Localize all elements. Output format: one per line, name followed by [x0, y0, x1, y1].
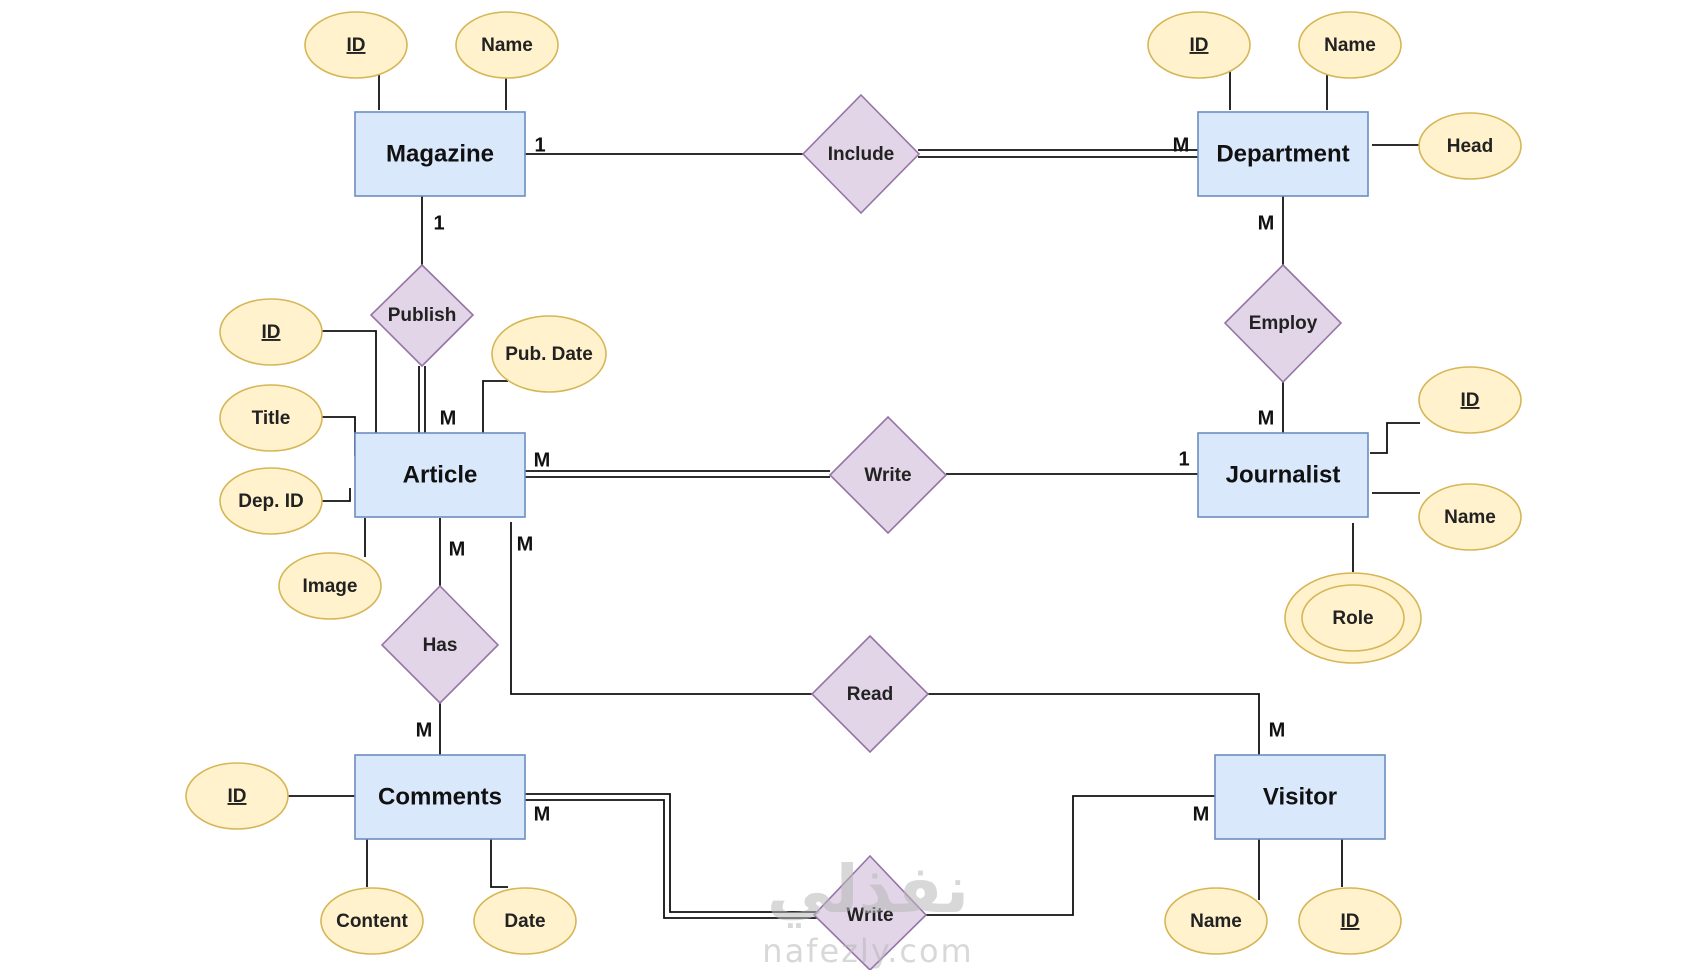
attribute-article-dep-id[interactable]: Dep. ID — [219, 467, 323, 535]
relationship-has-label: Has — [423, 635, 458, 656]
attribute-comments-date[interactable]: Date — [473, 887, 577, 955]
attribute-magazine-name-label: Name — [481, 35, 533, 56]
attribute-article-image-label: Image — [303, 576, 358, 597]
attribute-article-id-label: ID — [262, 322, 281, 343]
relationship-read[interactable]: Read — [810, 634, 930, 754]
cardinalities: 1 M 1 M M M M 1 M M M M M M — [416, 134, 1286, 825]
relationship-employ[interactable]: Employ — [1223, 263, 1343, 384]
relationship-has[interactable]: Has — [380, 584, 500, 705]
entity-visitor-label: Visitor — [1263, 783, 1337, 810]
entity-department-label: Department — [1216, 140, 1349, 167]
attribute-comments-content[interactable]: Content — [320, 887, 424, 955]
attribute-journalist-name[interactable]: Name — [1418, 483, 1522, 551]
cardinality-magazine-include: 1 — [534, 134, 545, 156]
attribute-article-image[interactable]: Image — [278, 552, 382, 620]
watermark: نفذلي nafezly.com — [762, 851, 973, 970]
entity-department[interactable]: Department — [1197, 111, 1369, 197]
attribute-department-name-label: Name — [1324, 35, 1376, 56]
relationship-read-label: Read — [847, 684, 893, 705]
attribute-journalist-role-label: Role — [1332, 608, 1373, 629]
relationship-write-comment-label: Write — [846, 905, 893, 926]
entity-visitor[interactable]: Visitor — [1214, 754, 1386, 840]
attribute-journalist-id-label: ID — [1461, 390, 1480, 411]
edge-comments-date — [490, 838, 508, 888]
cardinality-article-read: M — [517, 533, 534, 555]
attribute-article-title-label: Title — [252, 408, 291, 429]
edge-article-title — [322, 416, 356, 456]
attribute-visitor-id-label: ID — [1341, 911, 1360, 932]
edge-read-visitor — [928, 693, 1260, 755]
cardinality-department-employ: M — [1258, 212, 1275, 234]
edge-journalist-id — [1370, 422, 1420, 454]
entity-magazine[interactable]: Magazine — [354, 111, 526, 197]
watermark-arabic: نفذلي — [767, 851, 969, 928]
cardinality-comments-has: M — [416, 719, 433, 741]
relationship-employ-label: Employ — [1249, 313, 1318, 334]
cardinality-journalist-write: 1 — [1178, 448, 1189, 470]
entity-journalist[interactable]: Journalist — [1197, 432, 1369, 518]
relationship-publish-label: Publish — [388, 305, 457, 326]
edge-article-dep-id — [322, 488, 351, 502]
cardinality-magazine-publish: 1 — [433, 212, 444, 234]
edges — [288, 70, 1420, 919]
entity-comments[interactable]: Comments — [354, 754, 526, 840]
attribute-comments-id-label: ID — [228, 786, 247, 807]
attribute-magazine-id[interactable]: ID — [304, 11, 408, 79]
attribute-journalist-name-label: Name — [1444, 507, 1496, 528]
attribute-article-dep-id-label: Dep. ID — [238, 491, 303, 512]
attribute-visitor-id[interactable]: ID — [1298, 887, 1402, 955]
relationship-publish[interactable]: Publish — [369, 263, 475, 368]
attribute-article-id[interactable]: ID — [219, 298, 323, 366]
entity-magazine-label: Magazine — [386, 140, 494, 167]
edge-comments-write-a — [525, 793, 850, 913]
attributes: ID Name ID Name Head ID Title Dep. ID — [185, 11, 1522, 955]
attribute-journalist-id[interactable]: ID — [1418, 366, 1522, 434]
attribute-article-pub-date[interactable]: Pub. Date — [491, 315, 607, 393]
attribute-department-name[interactable]: Name — [1298, 11, 1402, 79]
edge-article-pub-date — [482, 380, 508, 433]
attribute-department-head-label: Head — [1447, 136, 1493, 157]
attribute-article-pub-date-label: Pub. Date — [505, 344, 593, 365]
entity-journalist-label: Journalist — [1226, 461, 1341, 488]
entity-article-label: Article — [403, 461, 478, 488]
attribute-department-id-label: ID — [1190, 35, 1209, 56]
edge-article-read — [510, 522, 812, 695]
entities: Magazine Department Article Journalist C… — [354, 111, 1386, 840]
relationship-include-label: Include — [828, 144, 895, 165]
cardinality-comments-write: M — [534, 803, 551, 825]
attribute-department-head[interactable]: Head — [1418, 112, 1522, 180]
edge-comments-write-b — [525, 799, 850, 919]
attribute-visitor-name-label: Name — [1190, 911, 1242, 932]
relationship-write-comment[interactable]: Write — [812, 854, 928, 970]
edge-department-name — [1326, 70, 1328, 110]
cardinality-article-write: M — [534, 449, 551, 471]
edge-write-visitor — [922, 795, 1215, 916]
attribute-visitor-name[interactable]: Name — [1164, 887, 1268, 955]
cardinality-department-include: M — [1173, 134, 1190, 156]
attribute-comments-id[interactable]: ID — [185, 762, 289, 830]
cardinality-visitor-read: M — [1269, 719, 1286, 741]
entity-comments-label: Comments — [378, 783, 502, 810]
attribute-department-id[interactable]: ID — [1147, 11, 1251, 79]
attribute-comments-date-label: Date — [504, 911, 545, 932]
attribute-magazine-name[interactable]: Name — [455, 11, 559, 79]
entity-article[interactable]: Article — [354, 432, 526, 518]
cardinality-article-publish: M — [440, 407, 457, 429]
relationship-write-article-label: Write — [864, 465, 911, 486]
cardinality-article-has: M — [449, 538, 466, 560]
watermark-latin: nafezly.com — [762, 932, 973, 970]
attribute-journalist-role[interactable]: Role — [1284, 572, 1422, 664]
cardinality-visitor-write: M — [1193, 803, 1210, 825]
attribute-article-title[interactable]: Title — [219, 384, 323, 452]
cardinality-journalist-employ: M — [1258, 407, 1275, 429]
edge-article-id — [320, 330, 377, 433]
relationship-include[interactable]: Include — [801, 93, 921, 215]
relationship-write-article[interactable]: Write — [828, 415, 948, 535]
attribute-comments-content-label: Content — [336, 911, 408, 932]
attribute-magazine-id-label: ID — [347, 35, 366, 56]
relationships: Include Publish Employ Write Has Read Wr… — [369, 93, 1343, 970]
